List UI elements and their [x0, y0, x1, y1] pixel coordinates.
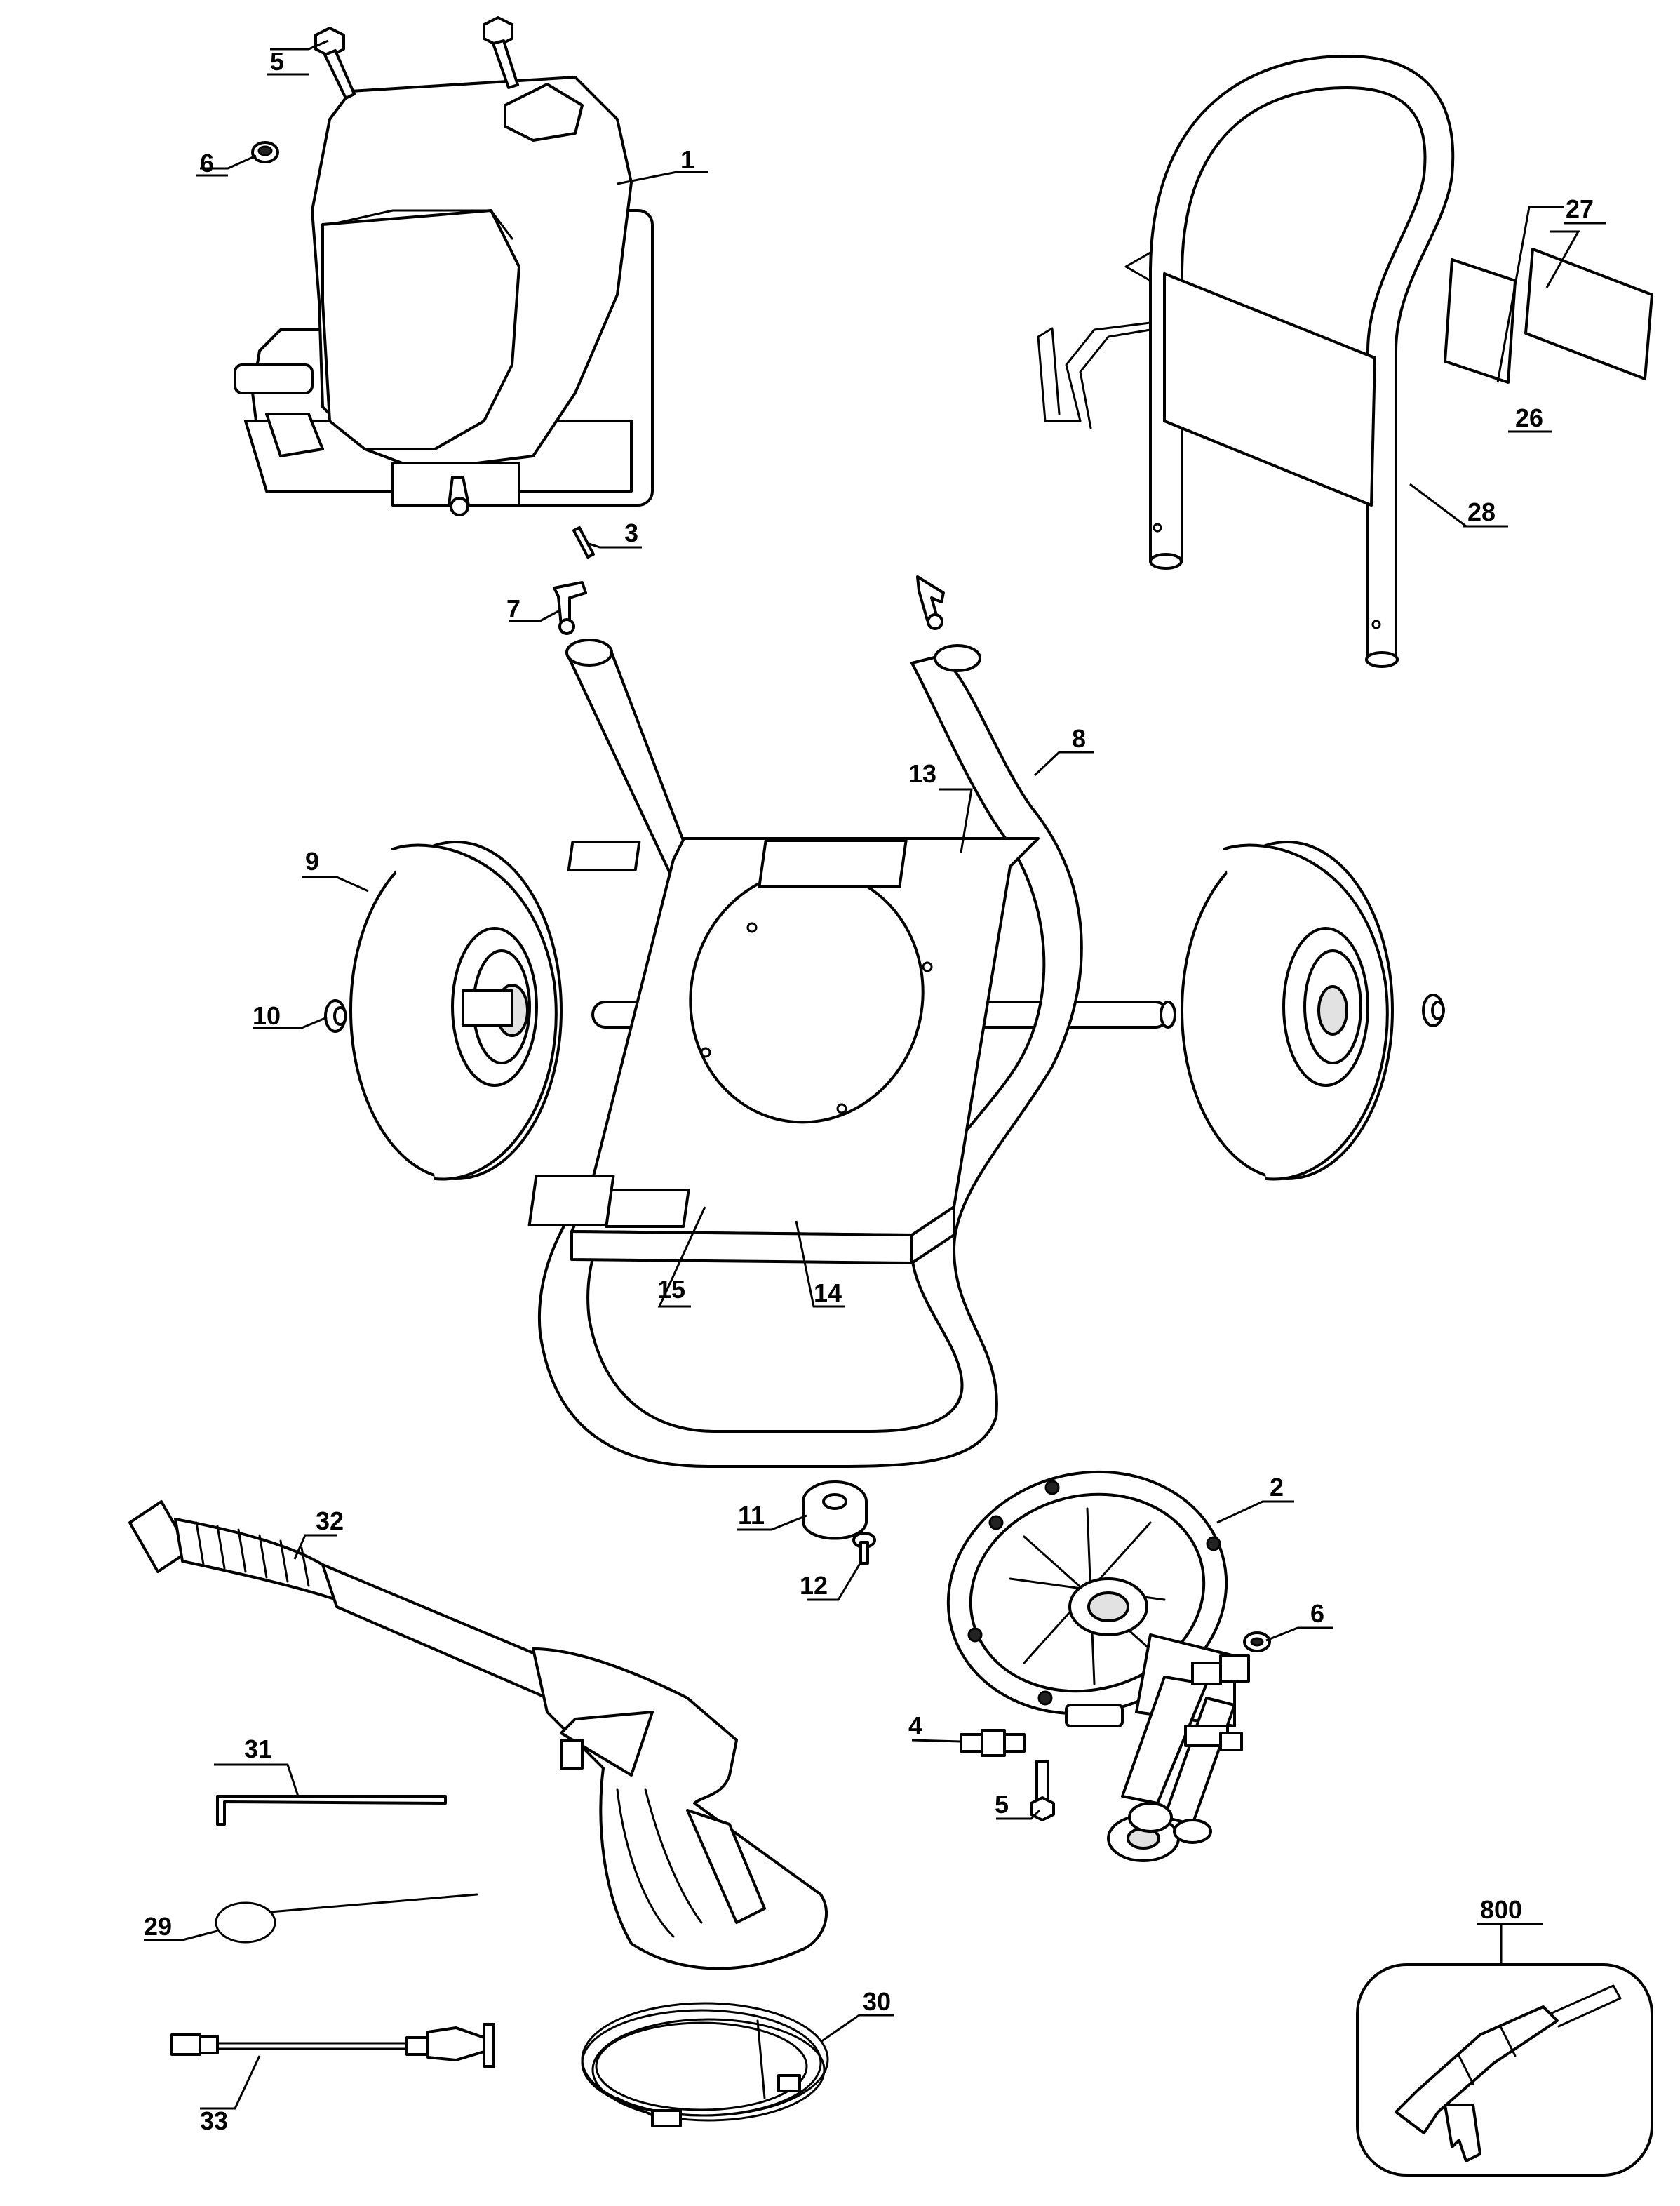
- hose-part: [581, 2002, 829, 2127]
- grommet-part-top: [251, 141, 279, 163]
- callout-12: 12: [800, 1571, 828, 1600]
- grommet-part-bottom: [1243, 1631, 1271, 1652]
- clip-part: [553, 575, 945, 635]
- callout-26: 26: [1515, 403, 1543, 432]
- bolt-part-bottom: [1030, 1760, 1055, 1821]
- callout-13: 13: [908, 759, 936, 788]
- callout-2: 2: [1270, 1473, 1284, 1502]
- engine-part: [234, 76, 654, 516]
- label-part-26: [1444, 258, 1517, 384]
- pin-part: [572, 526, 595, 559]
- fitting-part: [960, 1729, 1026, 1757]
- wheel-part-left: [349, 841, 563, 1181]
- callout-32: 32: [316, 1506, 344, 1535]
- spray-gun-part: [128, 1500, 828, 1970]
- callout-3: 3: [624, 519, 638, 547]
- hub-cap-part: [324, 994, 1445, 1033]
- callout-31: 31: [244, 1734, 272, 1763]
- callout-5: 5: [995, 1790, 1009, 1819]
- accessory-kit-part: [1356, 1963, 1653, 2177]
- callout-30: 30: [863, 1987, 891, 2016]
- callout-10: 10: [253, 1001, 281, 1030]
- pump-part: [946, 1470, 1250, 1862]
- nozzle-cleaner-part: [215, 1893, 478, 1944]
- handle-part: [1037, 55, 1455, 668]
- callout-29: 29: [144, 1912, 172, 1941]
- callout-6: 6: [200, 149, 214, 178]
- frame-part: [527, 639, 1176, 1468]
- callout-1: 1: [680, 145, 694, 174]
- label-part-27: [1524, 248, 1653, 380]
- callout-6: 6: [1310, 1599, 1324, 1628]
- foot-part: [802, 1480, 868, 1540]
- extension-wand-part: [170, 2023, 495, 2068]
- callout-labels: 5 6 1 3 7 8 13 9 10 15 14 11 12 2 6 4 5 …: [144, 47, 1594, 2135]
- hex-wrench-part: [216, 1795, 447, 1826]
- callout-33: 33: [200, 2106, 228, 2135]
- callout-14: 14: [814, 1278, 842, 1307]
- screw-part: [852, 1532, 876, 1565]
- callout-4: 4: [908, 1711, 922, 1740]
- callout-5: 5: [270, 47, 284, 76]
- callout-800: 800: [1480, 1895, 1522, 1924]
- callout-underlines: [196, 73, 1606, 528]
- bolt-part-top: [314, 16, 519, 100]
- callout-8: 8: [1072, 724, 1086, 753]
- callout-15: 15: [657, 1275, 685, 1304]
- callout-11: 11: [738, 1501, 765, 1530]
- callout-27: 27: [1566, 194, 1594, 223]
- callout-7: 7: [506, 594, 520, 623]
- wheel-part-right: [1181, 841, 1394, 1181]
- callout-28: 28: [1467, 497, 1496, 526]
- callout-9: 9: [305, 847, 319, 876]
